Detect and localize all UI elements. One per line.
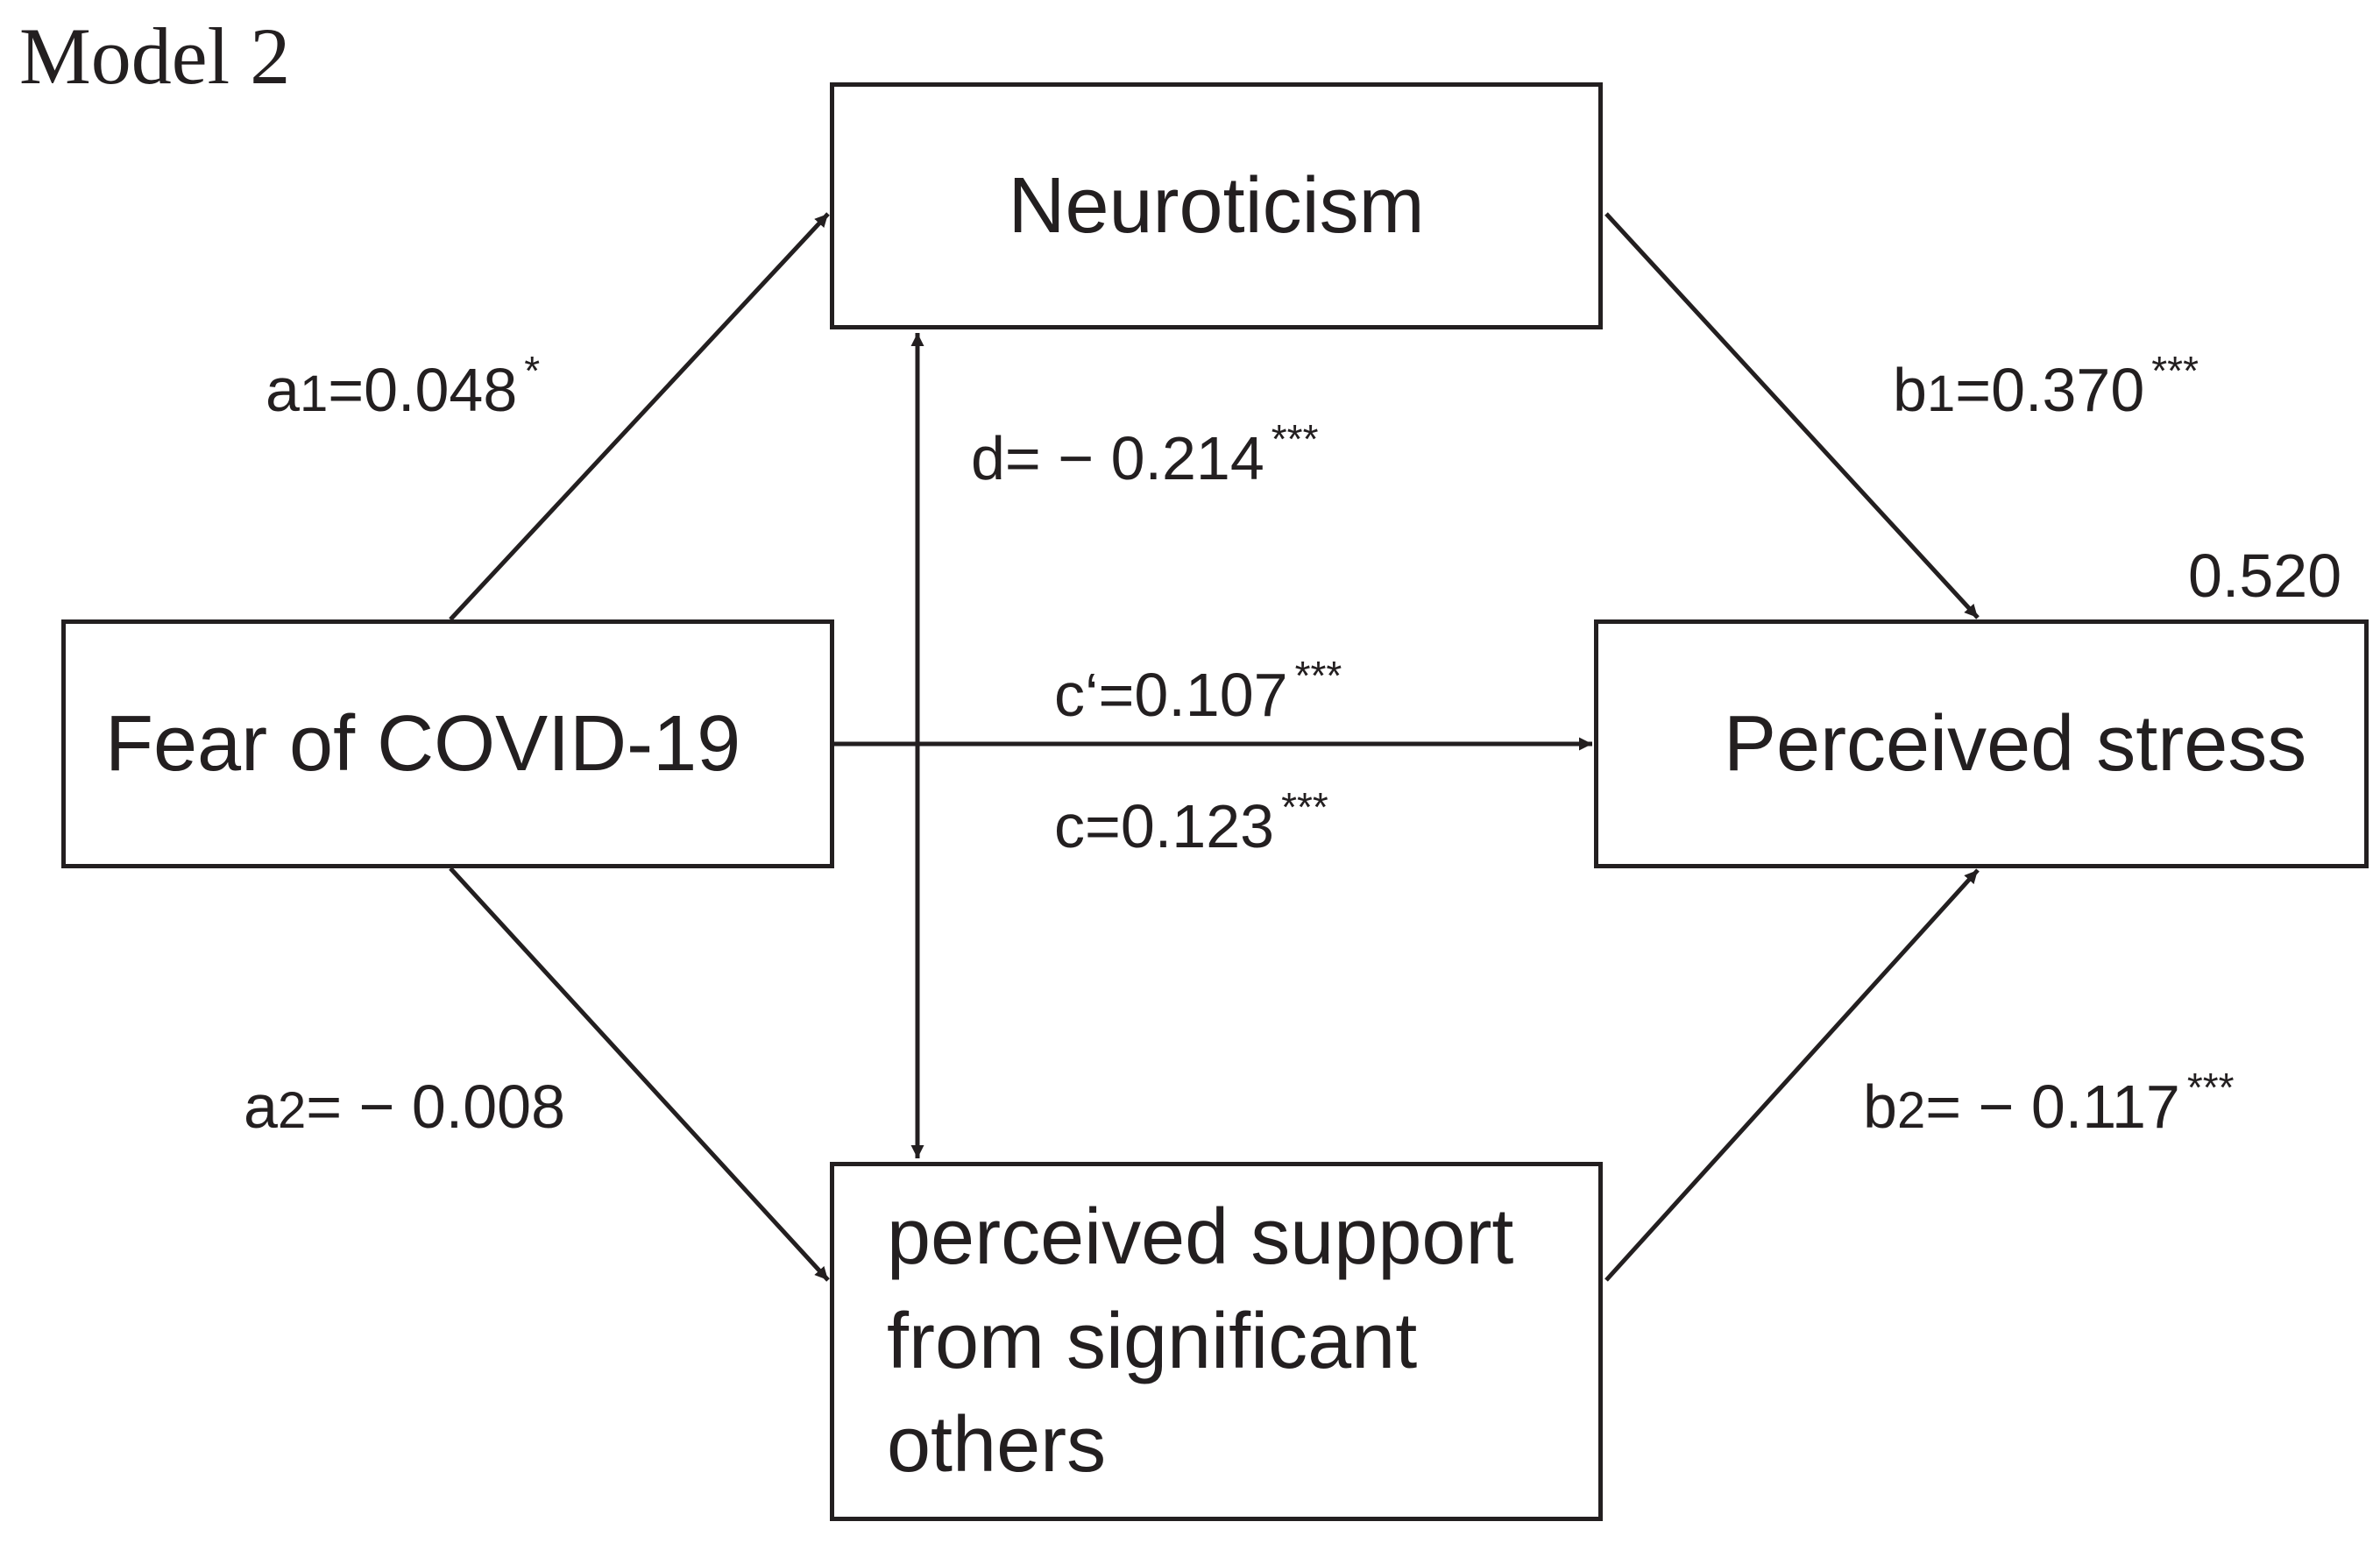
sig-c: ***: [1281, 784, 1328, 830]
node-perceived-stress: Perceived stress: [1594, 619, 2369, 868]
model-title: Model 2: [19, 11, 291, 101]
sig-d: ***: [1271, 416, 1319, 462]
node-stress-label: Perceived stress: [1724, 699, 2307, 788]
arrow-b1: [1604, 212, 1980, 619]
sig-b2: ***: [2186, 1065, 2235, 1110]
coef-b1: b1=0.370***: [1893, 348, 2199, 424]
arrow-a2: [449, 867, 830, 1282]
coef-a2: a2= − 0.008: [244, 1072, 566, 1141]
node-fear-of-covid: Fear of COVID-19: [61, 619, 834, 868]
node-neuroticism: Neuroticism: [830, 82, 1603, 329]
r-squared-value: 0.520: [2188, 541, 2342, 610]
node-perceived-support: perceived support from significant other…: [830, 1162, 1603, 1521]
sig-b1: ***: [2151, 348, 2199, 393]
coef-c-prime: c‘=0.107***: [1054, 653, 1342, 729]
node-support-label: perceived support from significant other…: [887, 1193, 1514, 1490]
coef-c: c=0.123***: [1054, 784, 1328, 860]
sig-a1: *: [524, 348, 541, 393]
coef-d: d= − 0.214***: [971, 416, 1319, 492]
coef-a1: a1=0.048*: [266, 348, 541, 424]
arrow-b2: [1604, 868, 1980, 1282]
sig-c-prime: ***: [1294, 653, 1342, 698]
node-fear-label: Fear of COVID-19: [105, 699, 741, 788]
coef-b2: b2= − 0.117***: [1863, 1065, 2235, 1141]
arrow-a1: [449, 212, 830, 621]
node-neuroticism-label: Neuroticism: [1008, 161, 1425, 250]
